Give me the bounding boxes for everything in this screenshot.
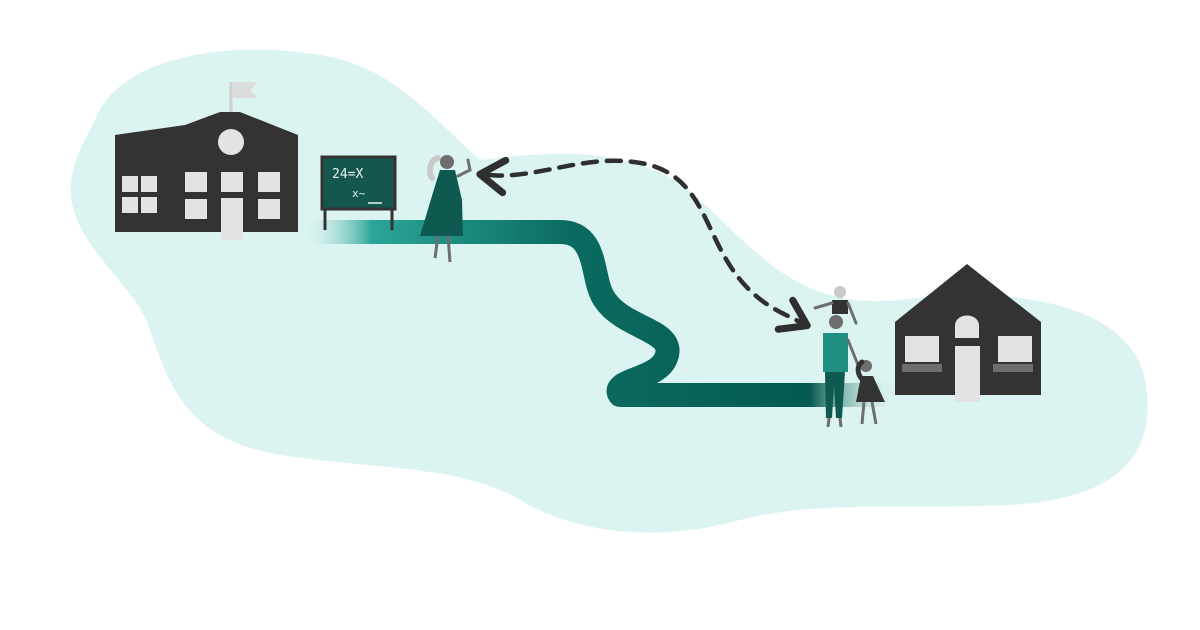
teacher-figure-icon <box>420 155 472 263</box>
school-building-icon <box>115 82 298 240</box>
chalkboard-icon: 24=X x~ <box>320 155 397 230</box>
double-headed-dashed-arrow-icon <box>476 156 811 333</box>
house-icon <box>895 264 1041 402</box>
family-figures-icon <box>813 286 885 428</box>
chalkboard-scribble: x~ <box>352 187 366 200</box>
chalkboard-equation: 24=X <box>332 167 363 182</box>
